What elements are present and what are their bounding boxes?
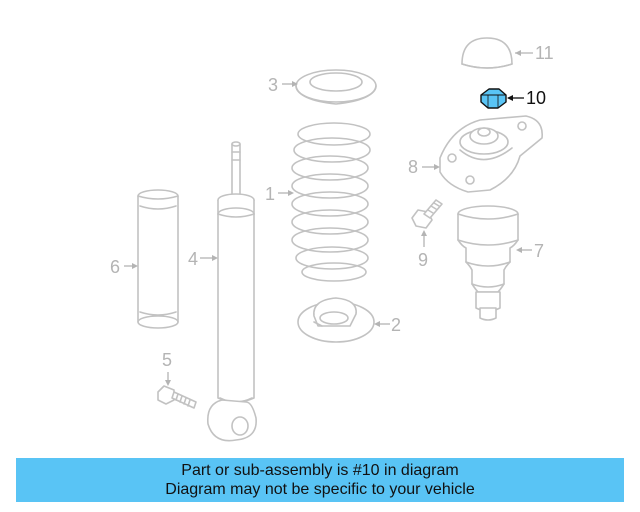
arrow-2 [374, 321, 380, 327]
arrow-1 [288, 190, 294, 196]
arrow-7 [516, 247, 522, 253]
arrow-8 [434, 164, 440, 170]
part-7-bump-stop [457, 205, 519, 321]
callout-2[interactable]: 2 [391, 315, 401, 335]
part-1-coil-spring [291, 122, 371, 282]
part-5-lower-bolt [157, 385, 197, 409]
callout-11[interactable]: 11 [535, 43, 554, 63]
callout-9[interactable]: 9 [418, 250, 428, 270]
arrow-10 [507, 95, 513, 101]
callout-8[interactable]: 8 [408, 157, 418, 177]
part-3-upper-seat [295, 69, 377, 105]
part-8-strut-mount [439, 115, 543, 193]
callout-6[interactable]: 6 [110, 257, 120, 277]
arrow-4 [212, 255, 218, 261]
callout-4[interactable]: 4 [188, 249, 198, 269]
part-2-lower-seat [297, 297, 375, 343]
part-9-bolt [411, 199, 443, 229]
arrow-9 [421, 230, 427, 236]
arrow-5 [165, 380, 171, 386]
part-11-cap [461, 37, 513, 69]
banner-line-2: Diagram may not be specific to your vehi… [165, 481, 475, 498]
part-10-nut[interactable] [480, 88, 507, 109]
callout-3[interactable]: 3 [268, 75, 278, 95]
callout-10[interactable]: 10 [526, 88, 546, 108]
parts-diagram: 11 10 8 3 [110, 37, 554, 442]
arrow-3 [292, 81, 298, 87]
banner-line-1: Part or sub-assembly is #10 in diagram [181, 462, 459, 479]
callout-7[interactable]: 7 [534, 241, 544, 261]
arrow-11 [515, 50, 521, 56]
part-6-dust-boot [137, 189, 179, 329]
callout-5[interactable]: 5 [162, 350, 172, 370]
arrow-6 [132, 263, 138, 269]
part-4-shock-absorber [206, 141, 257, 442]
info-banner: Part or sub-assembly is #10 in diagram D… [16, 458, 624, 502]
callout-1[interactable]: 1 [265, 184, 275, 204]
